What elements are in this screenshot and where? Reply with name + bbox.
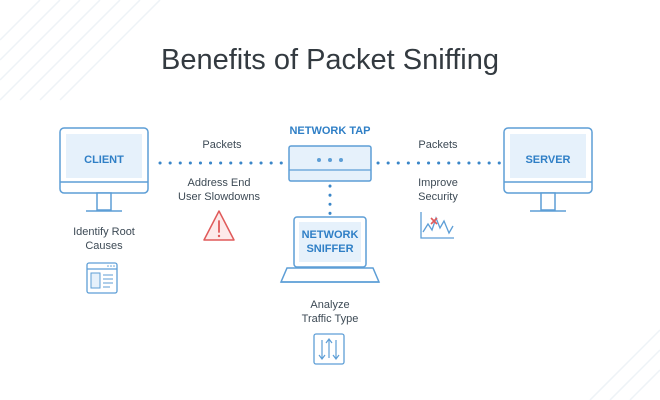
- right-benefit-line2: Security: [418, 191, 458, 203]
- client-benefit-line1: Identify Root: [73, 226, 135, 238]
- sniffer-benefit-line1: Analyze: [310, 299, 350, 311]
- client-computer-icon: [59, 127, 149, 212]
- right-benefit-line1: Improve: [418, 177, 458, 189]
- security-chart-icon: [420, 212, 454, 239]
- sniffer-label-line2: SNIFFER: [306, 243, 354, 255]
- network-sniffer-laptop-icon: [279, 216, 381, 283]
- right-packets-label: Packets: [418, 139, 458, 151]
- document-window-icon: [86, 262, 118, 294]
- page-title: Benefits of Packet Sniffing: [160, 44, 499, 76]
- traffic-arrows-icon: [313, 333, 345, 365]
- left-benefit-line1: Address End: [187, 177, 251, 189]
- client-benefit-line2: Causes: [85, 240, 123, 252]
- client-label: CLIENT: [84, 154, 124, 166]
- sniffer-label-line1: NETWORK: [301, 229, 359, 241]
- left-packets-label: Packets: [202, 139, 242, 151]
- sniffer-benefit-line2: Traffic Type: [301, 313, 359, 325]
- network-tap-label: NETWORK TAP: [289, 125, 371, 137]
- network-tap-device-icon: [288, 145, 372, 182]
- warning-triangle-icon: [203, 210, 235, 241]
- left-benefit-line2: User Slowdowns: [178, 191, 260, 203]
- server-computer-icon: [503, 127, 593, 212]
- server-label: SERVER: [525, 154, 571, 166]
